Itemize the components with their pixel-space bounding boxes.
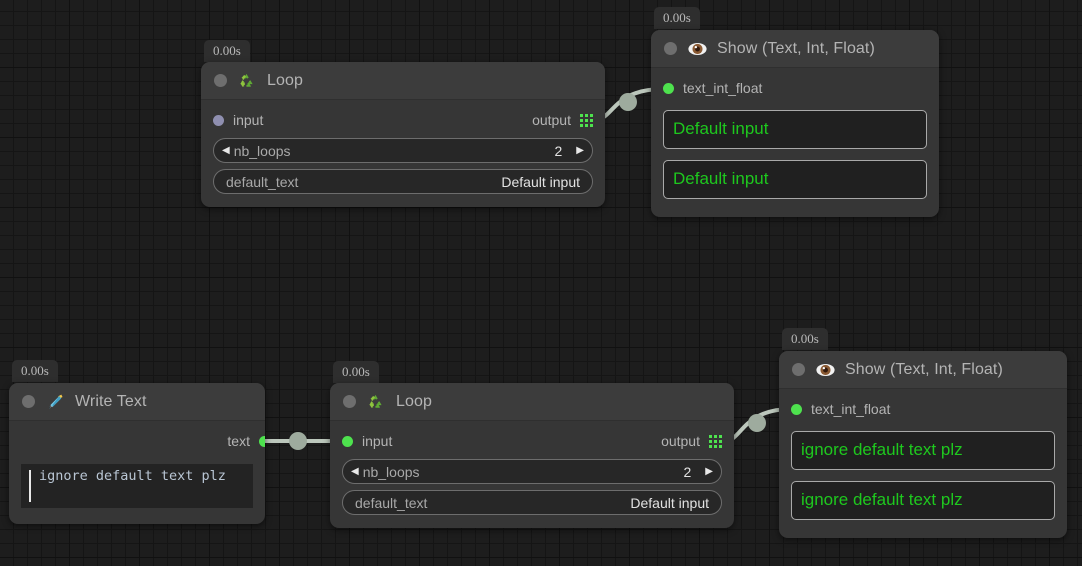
value-display-2-show-bottom: ignore default text plz bbox=[791, 481, 1055, 520]
node-body-show-bottom: text_int_float ignore default text plz i… bbox=[779, 389, 1067, 538]
field-default-text-loop-bottom[interactable]: default_text Default input bbox=[342, 490, 722, 515]
collapse-dot-icon[interactable] bbox=[214, 74, 227, 87]
field-nb-loops-loop-bottom[interactable]: ◀ nb_loops 2 ▶ bbox=[342, 459, 722, 484]
output-port-write-text[interactable] bbox=[259, 435, 265, 447]
edge-handle-loop-top-to-show-top[interactable] bbox=[619, 93, 637, 111]
timer-badge-show-bottom: 0.00s bbox=[782, 328, 828, 350]
node-show-bottom[interactable]: Show (Text, Int, Float) text_int_float i… bbox=[779, 351, 1067, 538]
node-loop-top[interactable]: Loop input output ◀ nb_loops 2 ▶ bbox=[201, 62, 605, 207]
field-value-default-text[interactable]: Default input bbox=[501, 173, 580, 190]
edge-handle-write-to-loop-bottom[interactable] bbox=[289, 432, 307, 450]
node-title-show-bottom: Show (Text, Int, Float) bbox=[845, 360, 1003, 378]
eye-icon bbox=[688, 42, 707, 56]
input-port-label-loop-bottom: input bbox=[362, 433, 393, 449]
field-default-text-loop-top[interactable]: default_text Default input bbox=[213, 169, 593, 194]
node-body-show-top: text_int_float Default input Default inp… bbox=[651, 68, 939, 217]
field-name-default-text: default_text bbox=[355, 494, 428, 511]
input-port-label-show-top: text_int_float bbox=[683, 80, 763, 96]
node-write-text[interactable]: Write Text text ignore default text plz bbox=[9, 383, 265, 524]
node-header-write-text[interactable]: Write Text bbox=[9, 383, 265, 421]
input-port-loop-top[interactable] bbox=[213, 114, 224, 126]
node-loop-bottom[interactable]: Loop input output ◀ nb_loops 2 ▶ bbox=[330, 383, 734, 528]
output-port-label-loop-top: output bbox=[532, 112, 571, 128]
node-header-show-top[interactable]: Show (Text, Int, Float) bbox=[651, 30, 939, 68]
field-nb-loops-loop-top[interactable]: ◀ nb_loops 2 ▶ bbox=[213, 138, 593, 163]
collapse-dot-icon[interactable] bbox=[792, 363, 805, 376]
stepper-increment-icon[interactable]: ▶ bbox=[705, 465, 713, 477]
recycle-icon bbox=[238, 72, 256, 89]
field-name-nb-loops: nb_loops bbox=[362, 463, 420, 480]
edge-handle-loop-bottom-to-show-bottom[interactable] bbox=[748, 414, 766, 432]
collapse-dot-icon[interactable] bbox=[343, 395, 356, 408]
text-input-value: ignore default text plz bbox=[39, 468, 226, 484]
input-port-label-loop-top: input bbox=[233, 112, 264, 128]
node-show-top[interactable]: Show (Text, Int, Float) text_int_float D… bbox=[651, 30, 939, 217]
stepper-increment-icon[interactable]: ▶ bbox=[576, 144, 584, 156]
input-port-show-bottom[interactable] bbox=[791, 403, 802, 415]
stepper-decrement-icon[interactable]: ◀ bbox=[351, 465, 359, 477]
input-port-loop-bottom[interactable] bbox=[342, 435, 353, 447]
stepper-decrement-icon[interactable]: ◀ bbox=[222, 144, 230, 156]
field-name-nb-loops: nb_loops bbox=[233, 142, 291, 159]
eye-icon bbox=[816, 363, 835, 377]
field-value-nb-loops[interactable]: 2 bbox=[554, 142, 563, 159]
node-header-loop-bottom[interactable]: Loop bbox=[330, 383, 734, 421]
recycle-icon bbox=[367, 393, 385, 410]
node-title-write-text: Write Text bbox=[75, 392, 147, 410]
grid-output-icon-loop-bottom[interactable] bbox=[709, 434, 722, 448]
timer-badge-loop-top: 0.00s bbox=[204, 40, 250, 62]
timer-badge-loop-bottom: 0.00s bbox=[333, 361, 379, 383]
node-header-show-bottom[interactable]: Show (Text, Int, Float) bbox=[779, 351, 1067, 389]
node-title-show-top: Show (Text, Int, Float) bbox=[717, 39, 875, 57]
grid-output-icon-loop-top[interactable] bbox=[580, 113, 593, 127]
ports-row-write-text: text bbox=[21, 430, 265, 452]
value-display-2-show-top: Default input bbox=[663, 160, 927, 199]
text-caret bbox=[29, 470, 31, 502]
ports-row-show-top: text_int_float bbox=[663, 77, 927, 99]
field-value-default-text[interactable]: Default input bbox=[630, 494, 709, 511]
pen-nib-icon bbox=[46, 393, 64, 411]
node-title-loop-bottom: Loop bbox=[396, 392, 432, 410]
timer-badge-write-text: 0.00s bbox=[12, 360, 58, 382]
collapse-dot-icon[interactable] bbox=[664, 42, 677, 55]
input-port-label-show-bottom: text_int_float bbox=[811, 401, 891, 417]
value-display-1-show-bottom: ignore default text plz bbox=[791, 431, 1055, 470]
node-body-write-text: text ignore default text plz bbox=[9, 421, 265, 524]
output-port-label-write-text: text bbox=[227, 433, 250, 449]
ports-row-loop-bottom: input output bbox=[342, 430, 722, 452]
collapse-dot-icon[interactable] bbox=[22, 395, 35, 408]
text-input-write-text[interactable]: ignore default text plz bbox=[21, 464, 253, 508]
ports-row-show-bottom: text_int_float bbox=[791, 398, 1055, 420]
value-display-1-show-top: Default input bbox=[663, 110, 927, 149]
node-title-loop-top: Loop bbox=[267, 71, 303, 89]
ports-row-loop-top: input output bbox=[213, 109, 593, 131]
field-name-default-text: default_text bbox=[226, 173, 299, 190]
output-port-label-loop-bottom: output bbox=[661, 433, 700, 449]
node-body-loop-top: input output ◀ nb_loops 2 ▶ default_text… bbox=[201, 100, 605, 207]
node-header-loop-top[interactable]: Loop bbox=[201, 62, 605, 100]
timer-badge-show-top: 0.00s bbox=[654, 7, 700, 29]
field-value-nb-loops[interactable]: 2 bbox=[683, 463, 692, 480]
input-port-show-top[interactable] bbox=[663, 82, 674, 94]
node-body-loop-bottom: input output ◀ nb_loops 2 ▶ default_text… bbox=[330, 421, 734, 528]
